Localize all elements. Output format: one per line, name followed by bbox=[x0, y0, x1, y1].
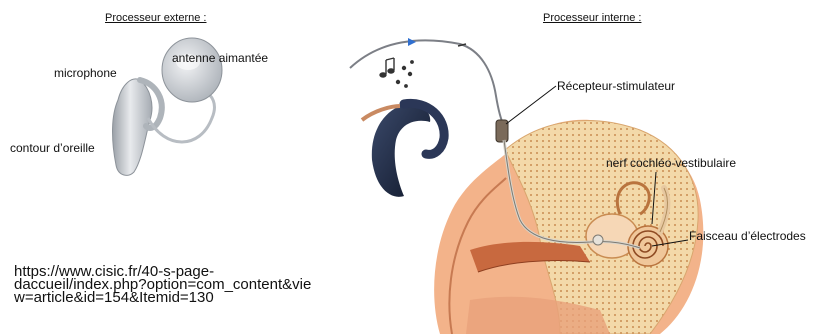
external-processor-heading: Processeur externe : bbox=[105, 11, 207, 25]
music-notes-icon bbox=[380, 58, 413, 87]
ear-hook-label: contour d’oreille bbox=[10, 141, 95, 155]
electrode-bundle-label: Faisceau d’électrodes bbox=[689, 229, 806, 243]
magnetic-antenna-label: antenne aimantée bbox=[172, 51, 268, 65]
cochleo-vestibular-nerve-label: nerf cochléo-vestibulaire bbox=[606, 156, 736, 170]
receiver-stimulator-label: Récepteur-stimulateur bbox=[557, 79, 675, 93]
microphone-label: microphone bbox=[54, 66, 117, 80]
ear-anatomy-cross-section bbox=[434, 120, 703, 334]
worn-processor bbox=[362, 103, 444, 196]
source-url: https://www.cisic.fr/40-s-page- daccueil… bbox=[14, 265, 311, 304]
internal-processor-heading: Processeur interne : bbox=[543, 11, 641, 25]
cable-direction-arrow-icon bbox=[408, 38, 416, 46]
